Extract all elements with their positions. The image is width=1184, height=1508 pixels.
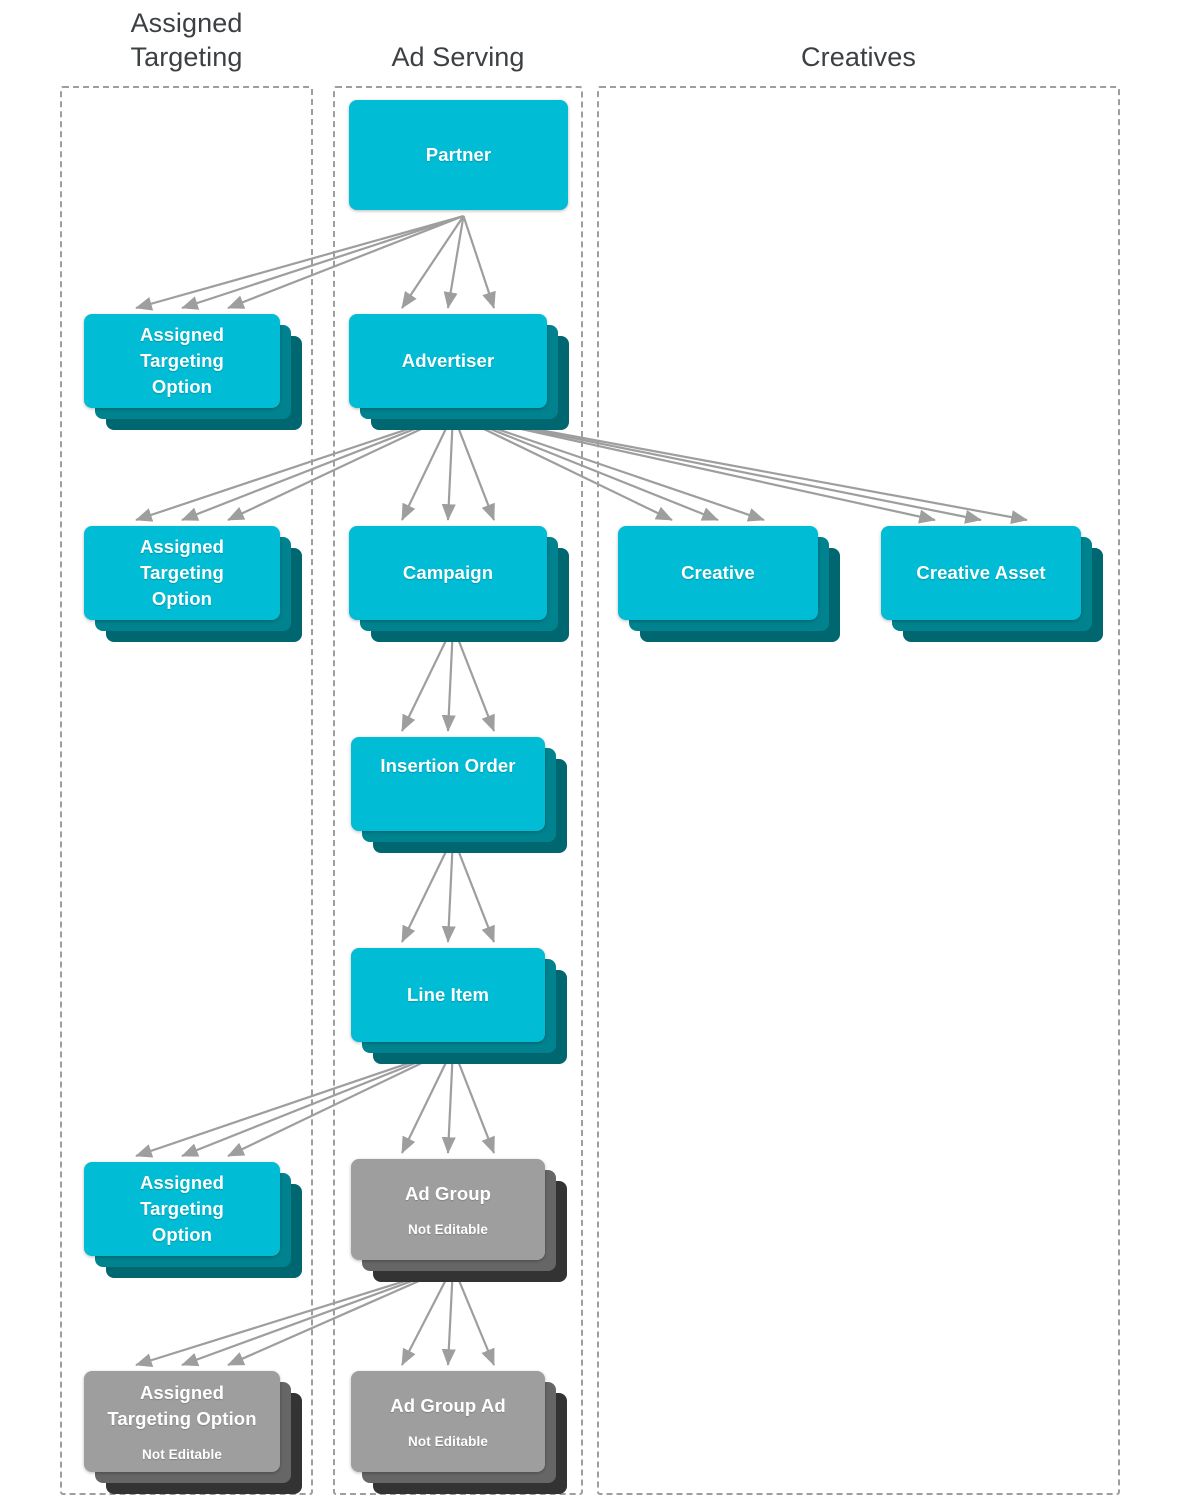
card-subtitle: Not Editable	[408, 1433, 488, 1449]
card-front[interactable]: Creative Asset	[881, 526, 1081, 620]
card-title: Ad Group	[405, 1181, 491, 1207]
card-title-line: Campaign	[402, 562, 494, 583]
entity-node-creative[interactable]: Creative	[618, 526, 844, 646]
entity-node-ad-group-ad[interactable]: Ad Group Ad Not Editable	[351, 1371, 571, 1498]
card-title: Partner	[426, 142, 491, 168]
card-title-line: Assigned	[139, 324, 225, 345]
card-title-line: Targeting	[140, 1198, 224, 1219]
card-title: Creative Asset	[916, 560, 1045, 586]
entity-node-line-item[interactable]: Line Item	[351, 948, 571, 1068]
card-front[interactable]: Insertion Order	[351, 737, 545, 831]
card-title-line: Option	[151, 588, 213, 609]
entity-node-creative-asset[interactable]: Creative Asset	[881, 526, 1107, 646]
card-title-line: Targeting	[140, 562, 224, 583]
card-title-line: Insertion Order	[380, 755, 516, 776]
card-title-line: Ad Group	[404, 1182, 492, 1204]
card-front[interactable]: Partner	[349, 100, 568, 210]
column-header-line: Creatives	[801, 42, 916, 72]
card-front[interactable]: Ad Group Ad Not Editable	[351, 1371, 545, 1472]
card-front[interactable]: Creative	[618, 526, 818, 620]
entity-node-campaign[interactable]: Campaign	[349, 526, 573, 646]
column-header-line: Assigned	[130, 8, 243, 38]
card-front[interactable]: Advertiser	[349, 314, 547, 408]
card-title-line: Option	[151, 1224, 213, 1245]
card-subtitle: Not Editable	[142, 1446, 222, 1462]
card-title-line: Creative Asset	[916, 562, 1046, 583]
column-header-line: Ad Serving	[391, 42, 525, 72]
card-title-line: Partner	[425, 144, 492, 165]
card-title-line: Targeting Option	[107, 1407, 257, 1429]
entity-node-partner[interactable]: Partner	[349, 100, 594, 236]
card-title-line: Line Item	[406, 984, 490, 1005]
card-title-line: Advertiser	[401, 350, 495, 371]
card-subtitle: Not Editable	[408, 1221, 488, 1237]
column-region-creatives	[597, 86, 1120, 1495]
column-header-ad-serving: Ad Serving	[333, 40, 583, 74]
card-title-line: Option	[151, 376, 213, 397]
column-header-line: Targeting	[130, 42, 243, 72]
entity-node-insertion-order[interactable]: Insertion Order	[351, 737, 571, 857]
card-title-line: Assigned	[139, 536, 225, 557]
card-title: Creative	[681, 560, 755, 586]
card-title: Line Item	[407, 982, 489, 1008]
card-title-line: Targeting	[140, 350, 224, 371]
card-title: Insertion Order	[380, 753, 515, 779]
card-front[interactable]: Line Item	[351, 948, 545, 1042]
entity-node-advertiser[interactable]: Advertiser	[349, 314, 573, 434]
card-title-line: Assigned	[139, 1381, 225, 1403]
column-region-assigned-targeting	[60, 86, 313, 1495]
card-title: Advertiser	[402, 348, 495, 374]
card-title: Ad Group Ad	[390, 1393, 506, 1419]
card-front[interactable]: Campaign	[349, 526, 547, 620]
card-title: Campaign	[403, 560, 493, 586]
card-title-line: Creative	[681, 562, 755, 583]
column-region-ad-serving	[333, 86, 583, 1495]
card-title-line: Ad Group Ad	[390, 1394, 506, 1416]
card-title-line: Assigned	[139, 1172, 225, 1193]
column-header-creatives: Creatives	[597, 40, 1120, 74]
